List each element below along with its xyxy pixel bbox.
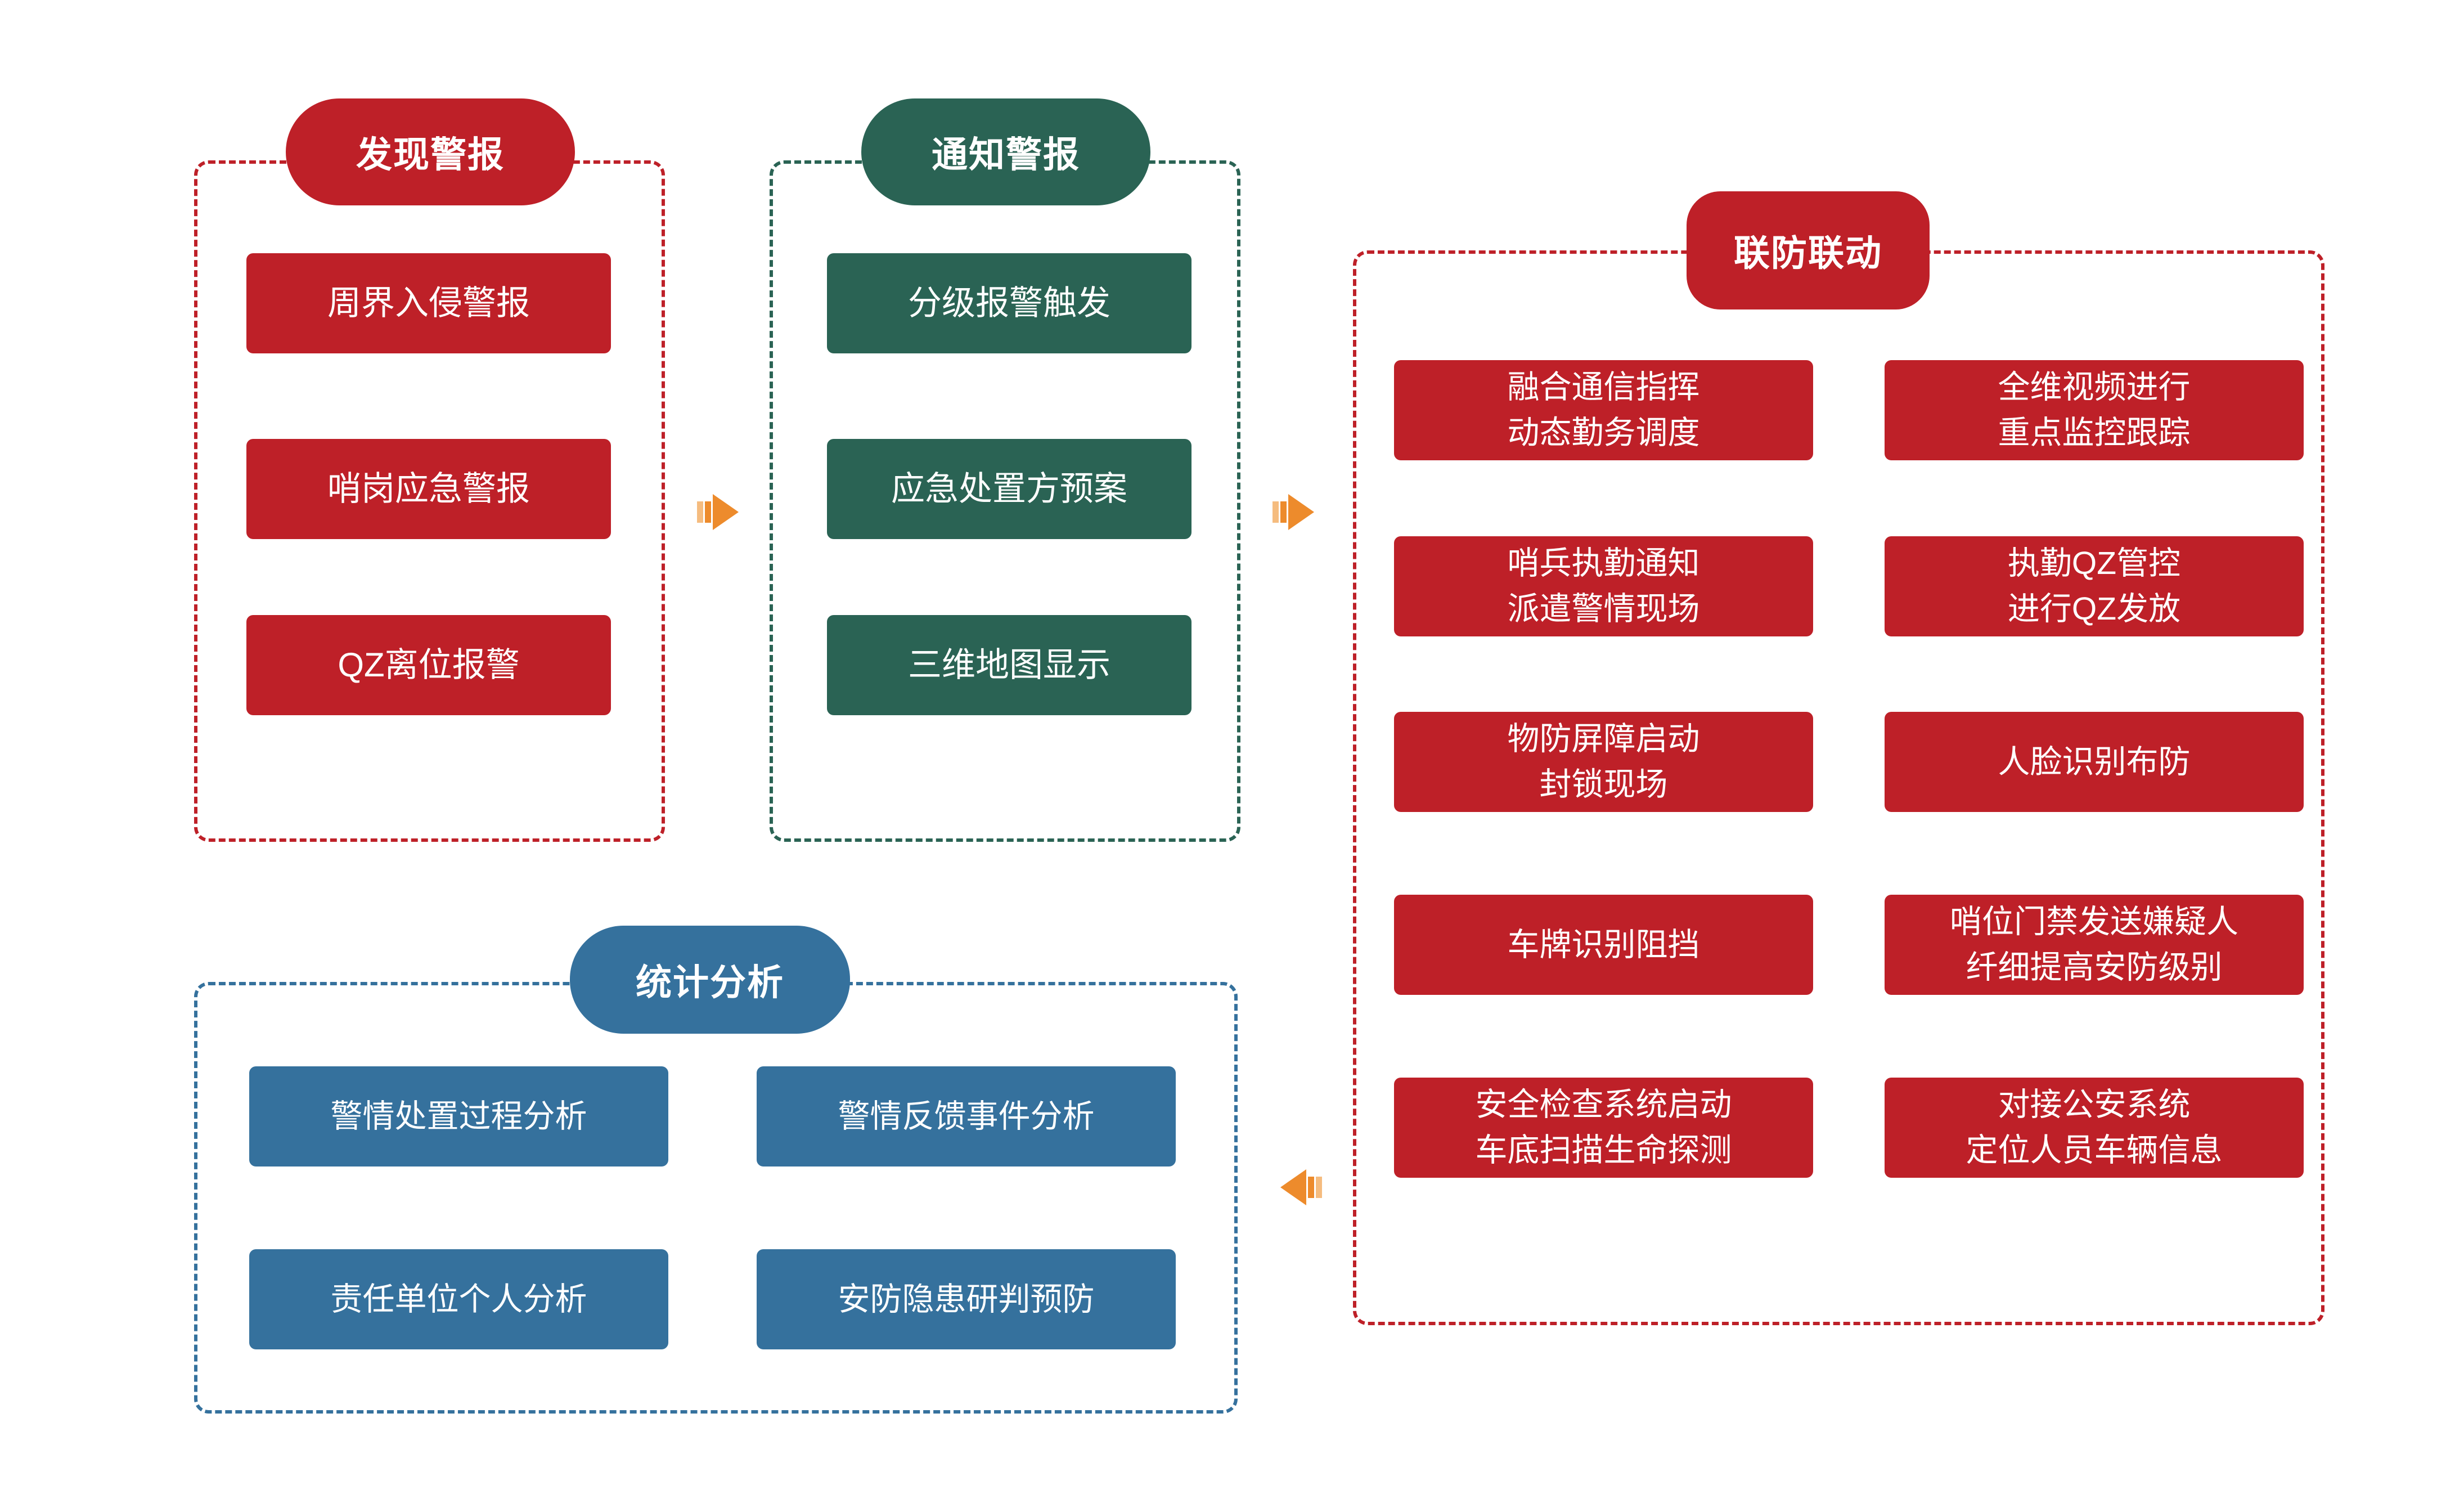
item-label-line: 执勤QZ管控: [2007, 545, 2181, 582]
item-plate-recognition-block[interactable]: 车牌识别阻挡: [1394, 895, 1813, 995]
item-alarm-handling-process-analysis[interactable]: 警情处置过程分析: [249, 1066, 668, 1167]
item-label-line: 责任单位个人分析: [330, 1281, 587, 1317]
item-label-line: 对接公安系统: [1998, 1087, 2191, 1123]
item-face-recognition-defense[interactable]: 人脸识别布防: [1885, 712, 2304, 812]
item-duty-qz-control[interactable]: 执勤QZ管控 进行QZ发放: [1885, 536, 2304, 636]
item-label-line: 动态勤务调度: [1507, 415, 1700, 451]
item-label: 哨岗应急警报: [327, 470, 530, 508]
item-omni-video-tracking[interactable]: 全维视频进行 重点监控跟踪: [1885, 360, 2304, 460]
item-security-risk-prevention-analysis[interactable]: 安防隐患研判预防: [757, 1249, 1176, 1349]
item-label-line: 进行QZ发放: [2007, 591, 2181, 627]
item-3d-map-display[interactable]: 三维地图显示: [827, 615, 1191, 715]
item-label: 应急处置方预案: [891, 470, 1127, 508]
item-label: 三维地图显示: [908, 646, 1110, 684]
item-label-line: 全维视频进行: [1998, 369, 2191, 406]
item-label: 周界入侵警报: [327, 284, 530, 322]
arrow-right-icon: [1270, 485, 1324, 539]
arrow-left-icon: [1270, 1160, 1324, 1214]
item-label-line: 安全检查系统启动: [1475, 1087, 1732, 1123]
arrow-right-icon: [695, 485, 749, 539]
item-label-line: 派遣警情现场: [1507, 591, 1700, 627]
group-title-notify-alarm: 通知警报: [861, 98, 1150, 205]
item-label-line: 融合通信指挥: [1507, 369, 1700, 406]
item-label-line: 定位人员车辆信息: [1966, 1132, 2223, 1168]
item-physical-barrier-lockdown[interactable]: 物防屏障启动 封锁现场: [1394, 712, 1813, 812]
item-qz-offpost-alarm[interactable]: QZ离位报警: [246, 615, 611, 715]
item-label-line: 物防屏障启动: [1507, 721, 1700, 757]
item-graded-alarm-trigger[interactable]: 分级报警触发: [827, 253, 1191, 353]
item-responsible-unit-person-analysis[interactable]: 责任单位个人分析: [249, 1249, 668, 1349]
item-security-check-scan[interactable]: 安全检查系统启动 车底扫描生命探测: [1394, 1078, 1813, 1178]
item-label-line: 纤细提高安防级别: [1966, 949, 2223, 985]
item-label-line: 封锁现场: [1539, 766, 1668, 802]
item-label-line: 警情反馈事件分析: [838, 1098, 1095, 1134]
group-title-statistics-analysis: 统计分析: [570, 926, 850, 1034]
item-label-line: 警情处置过程分析: [330, 1098, 587, 1134]
item-emergency-response-plan[interactable]: 应急处置方预案: [827, 439, 1191, 539]
group-title-discover-alarm: 发现警报: [286, 98, 575, 205]
item-label-line: 哨位门禁发送嫌疑人: [1950, 904, 2238, 940]
item-label-line: 人脸识别布防: [1998, 743, 2191, 780]
item-sentry-duty-notice[interactable]: 哨兵执勤通知 派遣警情现场: [1394, 536, 1813, 636]
item-fusion-comm-command[interactable]: 融合通信指挥 动态勤务调度: [1394, 360, 1813, 460]
item-label-line: 哨兵执勤通知: [1507, 545, 1700, 582]
item-label-line: 车牌识别阻挡: [1507, 926, 1700, 963]
item-alarm-feedback-event-analysis[interactable]: 警情反馈事件分析: [757, 1066, 1176, 1167]
item-label: QZ离位报警: [338, 646, 520, 684]
item-label-line: 车底扫描生命探测: [1475, 1132, 1732, 1168]
item-label-line: 安防隐患研判预防: [838, 1281, 1095, 1317]
item-perimeter-intrusion-alarm[interactable]: 周界入侵警报: [246, 253, 611, 353]
item-label-line: 重点监控跟踪: [1998, 415, 2191, 451]
item-label: 分级报警触发: [908, 284, 1110, 322]
group-title-joint-defense: 联防联动: [1687, 191, 1930, 309]
item-police-system-integration[interactable]: 对接公安系统 定位人员车辆信息: [1885, 1078, 2304, 1178]
item-post-access-suspect-alert[interactable]: 哨位门禁发送嫌疑人 纤细提高安防级别: [1885, 895, 2304, 995]
item-sentry-emergency-alarm[interactable]: 哨岗应急警报: [246, 439, 611, 539]
